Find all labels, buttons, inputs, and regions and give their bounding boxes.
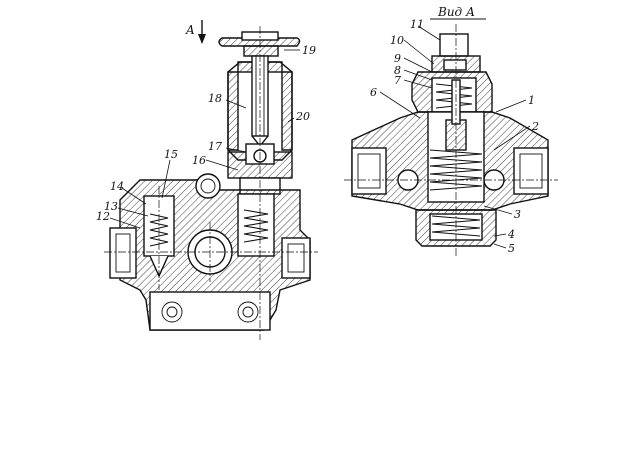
callout-1: 1 xyxy=(528,94,535,107)
callout-13: 13 xyxy=(104,200,118,213)
callouts: 19 18 20 17 16 15 14 13 12 11 10 9 8 7 6… xyxy=(96,18,539,255)
callout-11: 11 xyxy=(410,18,424,31)
leaders xyxy=(109,25,531,249)
callout-7: 7 xyxy=(394,74,401,87)
callout-19: 19 xyxy=(302,44,316,57)
callout-17: 17 xyxy=(208,140,222,153)
callout-10: 10 xyxy=(390,34,404,47)
callout-20: 20 xyxy=(295,110,310,123)
view-arrow-label: A xyxy=(185,23,195,37)
callout-2: 2 xyxy=(531,120,539,133)
spring-left xyxy=(149,213,169,247)
callout-15: 15 xyxy=(164,148,178,161)
callout-5: 5 xyxy=(508,242,515,255)
callout-12: 12 xyxy=(96,210,110,223)
callout-14: 14 xyxy=(110,180,124,193)
view-arrow-a: A xyxy=(185,20,206,44)
view-a-title: Вид А xyxy=(437,5,475,19)
callout-18: 18 xyxy=(208,92,222,105)
callout-16: 16 xyxy=(192,154,206,167)
callout-8: 8 xyxy=(394,64,401,77)
left-section-view: A xyxy=(104,20,318,340)
callout-3: 3 xyxy=(514,208,521,221)
callout-6: 6 xyxy=(370,86,377,99)
callout-9: 9 xyxy=(394,52,401,65)
handwheel xyxy=(218,31,301,57)
right-view-a: Вид А xyxy=(344,5,558,256)
callout-4: 4 xyxy=(507,228,515,241)
